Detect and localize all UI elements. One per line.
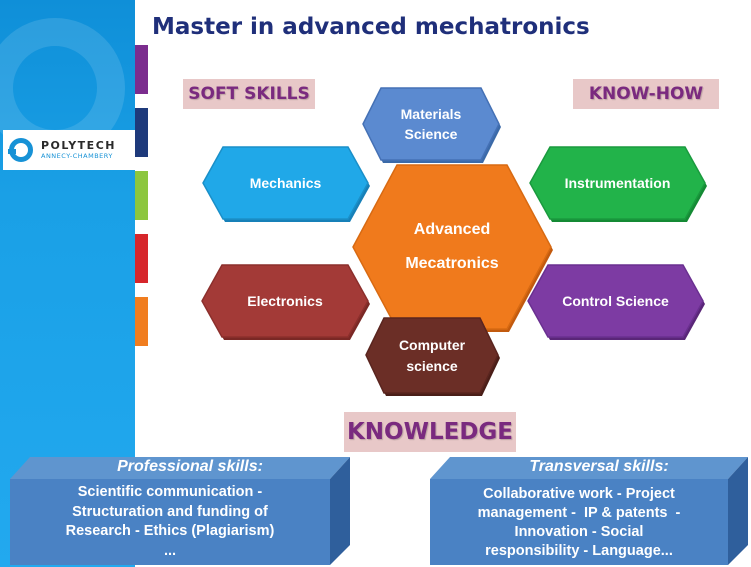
instrumentation-label: Instrumentation — [564, 174, 671, 191]
professional-line-1: Scientific communication - — [77, 484, 263, 500]
transversal-line-2: management - IP & patents - — [477, 504, 681, 521]
professional-line-3: Research - Ethics (Plagiarism) — [65, 523, 275, 540]
knowledge-tag: KNOWLEDGE — [344, 412, 516, 452]
professional-skills-box: Professional skills: Scientific communic… — [10, 457, 350, 565]
professional-line-4: ... — [163, 542, 177, 559]
computer-label-line2: science — [406, 357, 458, 374]
color-bar-red — [135, 234, 148, 283]
transversal-skills-heading: Transversal skills: — [529, 458, 669, 475]
polytech-logo-icon — [8, 138, 33, 162]
color-bar-purple — [135, 45, 148, 94]
materials-label-line1: Materials — [400, 105, 462, 122]
color-bar-orange — [135, 297, 148, 346]
mechanics-label: Mechanics — [249, 174, 322, 191]
page-title: Master in advanced mechatronics — [152, 14, 590, 40]
hex-electronics: Electronics — [201, 264, 370, 340]
color-bar-navy — [135, 108, 148, 157]
professional-skills-heading: Professional skills: — [117, 458, 263, 475]
transversal-skills-box: Transversal skills: Collaborative work -… — [430, 457, 748, 565]
electronics-label: Electronics — [247, 292, 323, 309]
center-label-line1: Advanced — [413, 221, 491, 239]
color-bar-green — [135, 171, 148, 220]
hex-control-science: Control Science — [527, 264, 705, 340]
polytech-logo: POLYTECH ANNECY-CHAMBERY — [3, 130, 135, 170]
know-how-tag: KNOW-HOW — [573, 79, 719, 109]
transversal-line-4: responsibility - Language... — [485, 542, 673, 559]
transversal-line-3: Innovation - Social — [514, 523, 644, 540]
transversal-line-1: Collaborative work - Project — [483, 486, 675, 502]
hex-computer-science: Computer science — [365, 317, 500, 396]
soft-skills-tag: SOFT SKILLS — [183, 79, 315, 109]
logo-name: POLYTECH — [41, 139, 116, 153]
professional-line-2: Structuration and funding of — [72, 503, 268, 520]
hex-mechanics: Mechanics — [202, 146, 370, 222]
logo-subtitle: ANNECY-CHAMBERY — [41, 152, 113, 161]
control-science-label: Control Science — [562, 292, 669, 309]
center-label-line2: Mecatronics — [405, 255, 499, 272]
materials-label-line2: Science — [404, 126, 458, 142]
hex-instrumentation: Instrumentation — [529, 146, 707, 222]
computer-label-line1: Computer — [398, 337, 466, 354]
